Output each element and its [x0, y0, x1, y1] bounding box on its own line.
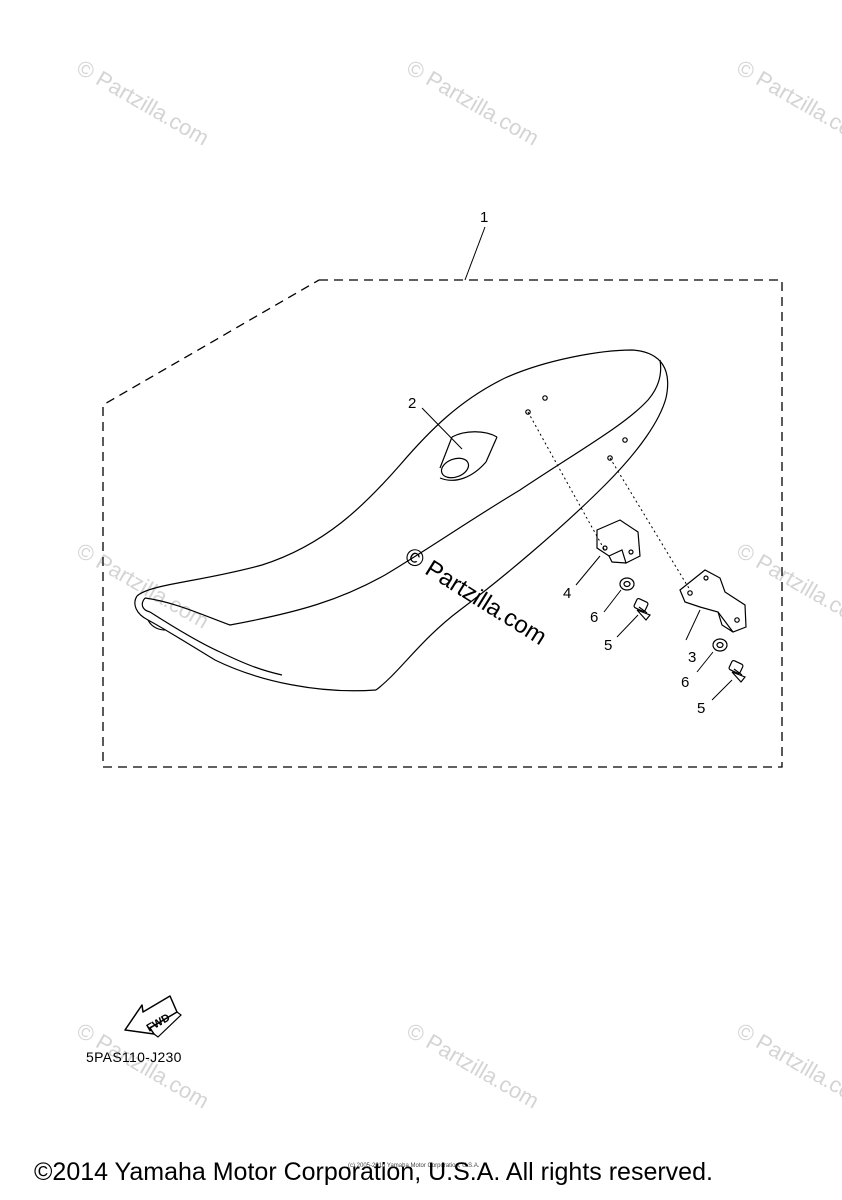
callout-6-front: 6	[590, 609, 598, 626]
watermark-center: © Partzilla.com	[400, 542, 551, 651]
seat-nose-tip	[141, 597, 151, 613]
seat-mount-hole-1	[542, 395, 548, 401]
callout-6-rear: 6	[681, 674, 689, 691]
tiny-copyright: (c) 2005-2016 Yamaha Motor Corporation, …	[348, 1163, 480, 1169]
diagram-code: 5PAS110-J230	[86, 1049, 182, 1065]
alignment-line-front	[527, 411, 605, 550]
leader-6-rear	[696, 651, 714, 673]
seat-body	[134, 595, 377, 692]
alignment-line-rear	[609, 457, 691, 591]
assembly-boundary	[102, 279, 783, 768]
callout-5-front: 5	[604, 637, 612, 654]
watermark-top-left: © Partzilla.com	[73, 55, 214, 151]
washer-6-rear	[712, 638, 728, 652]
seat-mount-hole-4	[607, 455, 613, 461]
seat-mount-hole-2	[525, 409, 531, 415]
watermark-top-center: © Partzilla.com	[403, 55, 544, 151]
copyright-notice: ©2014 Yamaha Motor Corporation, U.S.A. A…	[34, 1158, 713, 1186]
bolt-5-rear	[728, 659, 746, 683]
leader-5-rear	[711, 679, 733, 701]
seat-strap-bottom	[439, 461, 487, 481]
seat-base-front	[149, 611, 283, 676]
callout-5-rear: 5	[697, 700, 705, 717]
leader-3	[685, 609, 701, 641]
leader-1	[464, 226, 486, 281]
seat-outline-top	[136, 349, 669, 691]
callout-3: 3	[688, 649, 696, 666]
watermark-top-right: © Partzilla.com	[733, 55, 842, 151]
watermark-bottom-center: © Partzilla.com	[403, 1018, 544, 1114]
leader-4	[575, 555, 601, 586]
washer-6-front	[619, 577, 635, 591]
seat-strap-top	[451, 431, 498, 438]
bracket-4	[596, 519, 641, 564]
leader-2	[421, 407, 463, 450]
watermark-mid-left: © Partzilla.com	[73, 538, 214, 634]
seat-strap-loop	[440, 457, 470, 479]
seat-edge-line	[144, 359, 662, 626]
seat-strap-side-right	[485, 436, 498, 463]
seat-mount-hole-3	[622, 437, 628, 443]
callout-4: 4	[563, 585, 571, 602]
bracket-3	[679, 569, 747, 633]
callout-1: 1	[480, 209, 488, 226]
leader-6-front	[603, 589, 622, 613]
bolt-5-front	[633, 597, 651, 621]
leader-5-front	[616, 614, 639, 638]
watermark-mid-right: © Partzilla.com	[733, 538, 842, 634]
fwd-arrow-icon: FWD	[124, 995, 182, 1038]
callout-2: 2	[408, 395, 416, 412]
seat	[134, 349, 669, 692]
seat-nose-underside	[147, 619, 166, 631]
seat-strap-side-left	[439, 436, 453, 469]
watermark-bottom-right: © Partzilla.com	[733, 1018, 842, 1114]
